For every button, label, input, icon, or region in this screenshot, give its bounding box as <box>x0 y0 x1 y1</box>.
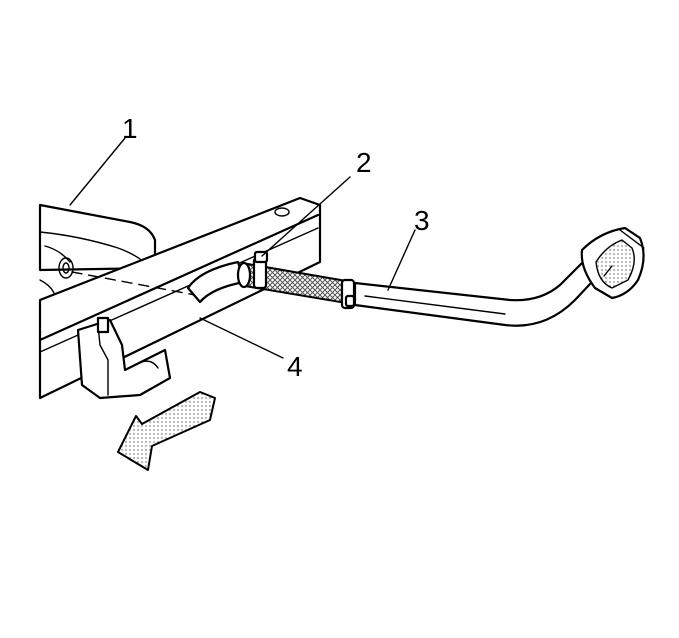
callout-2: 2 <box>356 147 372 178</box>
forward-direction-arrow <box>117 391 216 471</box>
filler-neck-housing <box>580 226 645 300</box>
hose-clamp-lower <box>340 278 356 310</box>
frame-bracket <box>76 316 172 400</box>
callout-1: 1 <box>122 113 138 144</box>
hose-clamp-upper <box>252 250 269 290</box>
leader-line-4 <box>199 317 284 359</box>
hidden-pipe-line <box>71 271 196 296</box>
filler-pipe <box>353 253 607 327</box>
leader-line-1 <box>69 137 126 206</box>
leader-line-3 <box>387 229 416 291</box>
leader-line-2 <box>261 176 351 257</box>
callout-4: 4 <box>287 351 303 382</box>
callout-3: 3 <box>414 205 430 236</box>
